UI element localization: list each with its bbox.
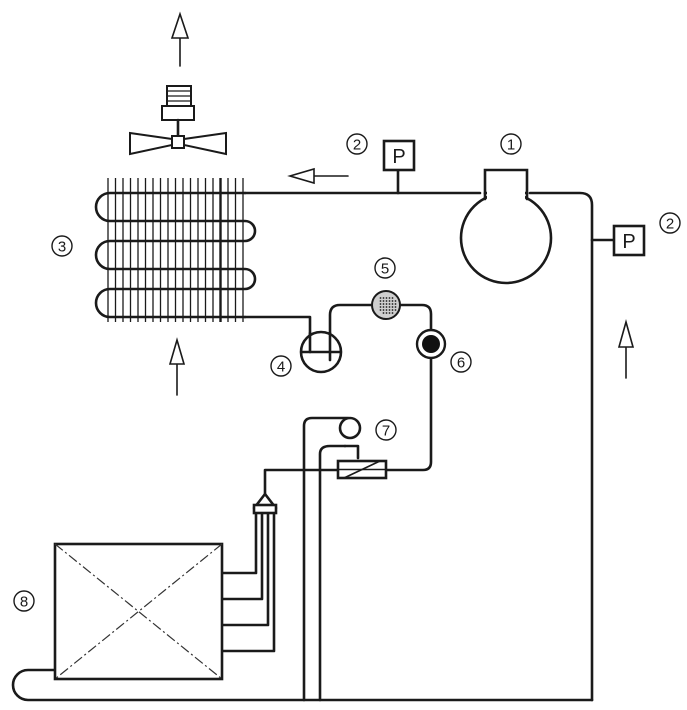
callout-2-right-text: 2 [666, 216, 674, 233]
filter-mesh-dot [394, 300, 397, 302]
expansion-valve-bulb [338, 416, 362, 440]
filter-mesh-dot [391, 306, 394, 308]
compressor [459, 168, 553, 285]
filter-mesh-dot [379, 300, 382, 302]
sight-glass [415, 328, 447, 360]
condenser-tube [94, 191, 257, 319]
filter-mesh-dot [388, 300, 391, 302]
callout-5-text: 5 [381, 261, 389, 278]
filter-mesh-dot [382, 309, 385, 311]
evaporator [53, 542, 224, 681]
bulb-capillary-inner [318, 444, 347, 702]
refrigerant-distributor [252, 491, 278, 515]
condenser-coil [94, 178, 257, 322]
bottom-return-line [11, 668, 594, 702]
expansion-valve [336, 416, 388, 480]
filter-mesh-dot [391, 312, 394, 314]
callout-6-text: 6 [457, 355, 465, 372]
flow-arrow-up-right [617, 319, 635, 379]
distributor-tube-4 [220, 510, 276, 653]
filter-mesh-dot [394, 303, 397, 305]
callout-2-top: 2 [346, 133, 368, 155]
liquid-line-to-receiver [243, 315, 312, 342]
callout-4-text: 4 [277, 359, 285, 376]
callout-3: 3 [51, 235, 73, 257]
filter-mesh-dot [385, 309, 388, 311]
filter-mesh-dot [382, 303, 385, 305]
filter-mesh-dot [382, 297, 385, 299]
callout-2-right: 2 [659, 212, 681, 234]
filter-mesh-dot [388, 309, 391, 311]
piping [11, 191, 594, 702]
callout-1-text: 1 [507, 137, 515, 154]
callout-6: 6 [450, 351, 472, 373]
callout-7: 7 [375, 419, 397, 441]
pressure-switch-symbol: P [392, 146, 405, 168]
distributor-tube-1 [220, 510, 258, 575]
filter-mesh-dot [394, 306, 397, 308]
callout-7-text: 7 [382, 423, 390, 440]
filter-mesh-dot [391, 309, 394, 311]
pressure-switch-symbol: P [622, 231, 635, 253]
receiver-to-filter [328, 303, 374, 342]
filter-mesh-dot [388, 303, 391, 305]
callout-3-text: 3 [58, 239, 66, 256]
valve-equalizer [343, 444, 360, 460]
airflow-arrow-up-top [170, 11, 190, 67]
filter-mesh-dot [379, 303, 382, 305]
filter-mesh-dot [379, 297, 382, 299]
callout-8-text: 8 [20, 594, 28, 611]
filter-drier-mesh [379, 297, 397, 314]
fan-blades [129, 131, 227, 156]
filter-mesh-dot [385, 297, 388, 299]
filter-mesh-dot [382, 300, 385, 302]
filter-mesh-dot [388, 306, 391, 308]
callout-4: 4 [270, 355, 292, 377]
filter-mesh-dot [391, 300, 394, 302]
compressor-to-riser [528, 191, 594, 702]
condenser-fins [107, 178, 244, 322]
pressure-switch-suction: P [590, 224, 646, 257]
filter-mesh-dot [385, 312, 388, 314]
liquid-receiver [299, 330, 343, 374]
filter-mesh-dot [382, 306, 385, 308]
filter-mesh-dot [379, 306, 382, 308]
filter-mesh-dot [385, 306, 388, 308]
distributor-tube-2 [220, 510, 264, 601]
fan-assembly [129, 11, 227, 156]
pressure-switch-discharge: P [382, 139, 416, 195]
filter-mesh-dot [379, 309, 382, 311]
callout-8: 8 [13, 590, 35, 612]
filter-mesh-dot [388, 297, 391, 299]
filter-mesh-dot [391, 303, 394, 305]
callout-2-top-text: 2 [353, 137, 361, 154]
filter-to-sightglass [398, 303, 433, 332]
sightglass-to-valve [384, 356, 433, 472]
filter-mesh-dot [385, 300, 388, 302]
fan-motor [161, 85, 195, 142]
filter-mesh-dot [394, 309, 397, 311]
filter-mesh-dot [382, 312, 385, 314]
filter-mesh-dot [388, 312, 391, 314]
callout-5: 5 [374, 257, 396, 279]
valve-to-distributor [263, 468, 340, 496]
callout-1: 1 [500, 133, 522, 155]
airflow-arrow-up-bottom [168, 337, 186, 396]
filter-mesh-dot [391, 297, 394, 299]
flow-arrow-left [287, 167, 349, 185]
filter-drier [371, 290, 401, 320]
distributor-tube-3 [220, 510, 270, 627]
filter-mesh-dot [385, 303, 388, 305]
